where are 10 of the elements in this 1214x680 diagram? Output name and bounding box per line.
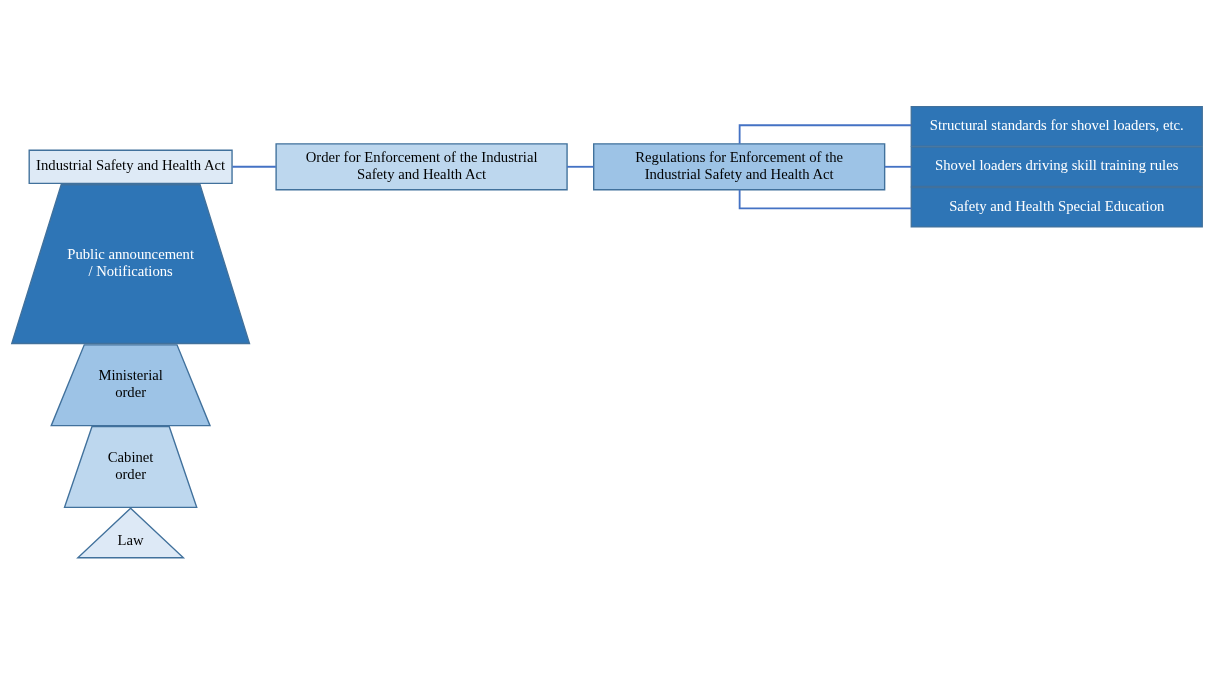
node-box: Safety and Health Special Education bbox=[910, 186, 1203, 228]
node-box: Industrial Safety and Health Act bbox=[28, 149, 233, 184]
node-box: Order for Enforcement of the Industrial Safety and Health Act bbox=[275, 142, 568, 190]
node-box: Structural standards for shovel loaders, etc. bbox=[910, 105, 1203, 147]
connector bbox=[738, 123, 913, 145]
connector bbox=[231, 165, 277, 168]
node-box: Regulations for Enforcement of the Industrial Safety and Health Act bbox=[593, 142, 886, 190]
node-box: Shovel loaders driving skill training rules bbox=[910, 145, 1203, 187]
connector bbox=[566, 165, 595, 168]
connector bbox=[883, 165, 913, 168]
